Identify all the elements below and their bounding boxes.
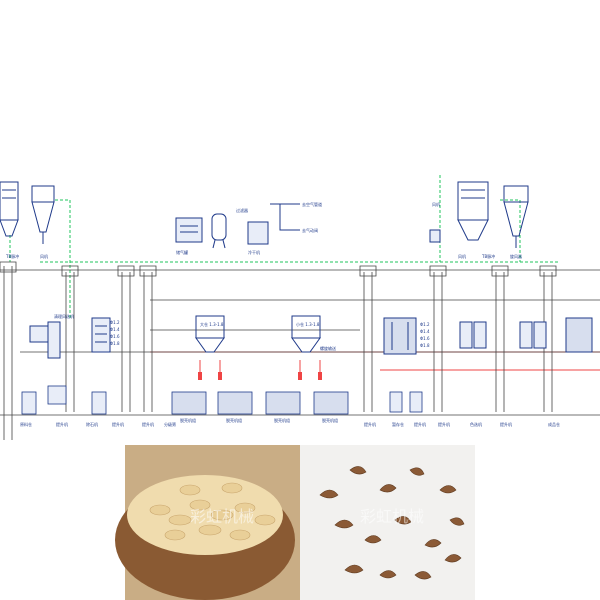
bottom-label: 提升机	[364, 421, 376, 427]
watermark-left: 彩虹机械	[190, 507, 254, 526]
bottom-hoppers	[21, 385, 423, 415]
bottom-label: 提升机	[414, 421, 426, 427]
label-big-silo: 大仓 1.3-1.8	[200, 321, 224, 327]
fan-right	[429, 229, 441, 243]
size-label: Φ1.4	[420, 329, 430, 334]
bottom-label: 暂存仓	[392, 421, 404, 427]
dust-filter-right	[457, 181, 489, 241]
photo-pine-nut-shells: 彩虹机械	[300, 445, 475, 600]
hulling-machines	[171, 391, 349, 415]
color-sorter-1	[383, 317, 417, 355]
label-fan-right-small: 风机	[432, 201, 440, 207]
bottom-equipment-labels: 原料仓 提升机 除石机 提升机 提升机 分级筛 脱壳机组 脱壳机组 脱壳机组 脱…	[20, 417, 560, 427]
big-silo	[195, 315, 225, 353]
label-sorter: 清理风选机	[54, 313, 74, 319]
label-cyclone-right: 旋风器	[510, 253, 522, 259]
bottom-label: 提升机	[500, 421, 512, 427]
bottom-label: 分级筛	[164, 421, 176, 427]
label-fan-right: 风机	[458, 253, 466, 259]
conveyor-frames	[0, 269, 600, 416]
bottom-label: 色选机	[470, 421, 482, 427]
bottom-label: 原料仓	[20, 421, 32, 427]
size-labels-b: Φ1.2 Φ1.4 Φ1.6 Φ1.8	[420, 322, 430, 348]
watermark-right: 彩虹机械	[360, 507, 424, 526]
bottom-label: 脱壳机组	[226, 417, 242, 423]
bottom-label: 脱壳机组	[274, 417, 290, 423]
size-label: Φ1.8	[420, 343, 430, 348]
bottom-label: 提升机	[438, 421, 450, 427]
air-storage-tank	[211, 213, 227, 249]
bottom-label: 脱壳机组	[322, 417, 338, 423]
cyclone-left	[31, 185, 55, 244]
size-label: Φ1.6	[420, 336, 430, 341]
air-supply-lines	[150, 351, 600, 380]
cleaning-sorter	[29, 321, 61, 359]
bottom-label: 提升机	[56, 421, 68, 427]
size-label: Φ1.4	[110, 327, 120, 332]
label-air-note-2: 去气动阀	[302, 227, 318, 233]
label-filter: 过滤器	[236, 207, 248, 213]
air-dryer	[247, 221, 269, 245]
color-sorter-2	[459, 321, 487, 349]
photo-pine-nut-kernels: 彩虹机械	[115, 445, 300, 600]
label-air-storage: 储气罐	[176, 249, 188, 255]
bottom-label: 成品仓	[548, 421, 560, 427]
label-dust-filter-left: TB脉冲	[5, 253, 19, 259]
label-fan-left: 风机	[40, 253, 48, 259]
packing-machine	[565, 317, 593, 353]
cyclone-right	[503, 185, 529, 248]
air-filter	[270, 203, 300, 231]
bottom-label: 提升机	[142, 421, 154, 427]
size-label: Φ1.6	[110, 334, 120, 339]
bottom-label: 脱壳机组	[180, 417, 196, 423]
label-small-silo: 小仓 1.3-1.8	[296, 321, 320, 327]
color-sorter-3	[519, 321, 547, 349]
size-labels-a: Φ1.2 Φ1.4 Φ1.6 Φ1.8	[110, 320, 120, 346]
dust-collection-pipes	[9, 175, 560, 320]
air-compressor	[175, 217, 203, 243]
label-dryer: 冷干机	[248, 249, 260, 255]
label-conveyor: 螺旋输送	[320, 345, 336, 351]
grading-screen-left	[91, 317, 111, 353]
dust-filter-left	[0, 181, 19, 237]
label-dust-filter-right: TB脉冲	[481, 253, 495, 259]
bottom-label: 提升机	[112, 421, 124, 427]
bottom-label: 除石机	[86, 421, 98, 427]
size-label: Φ1.2	[110, 320, 120, 325]
label-air-note-1: 去空气管道	[302, 201, 322, 207]
size-label: Φ1.2	[420, 322, 430, 327]
small-silo	[291, 315, 321, 353]
size-label: Φ1.8	[110, 341, 120, 346]
hulling-valves	[198, 372, 322, 380]
